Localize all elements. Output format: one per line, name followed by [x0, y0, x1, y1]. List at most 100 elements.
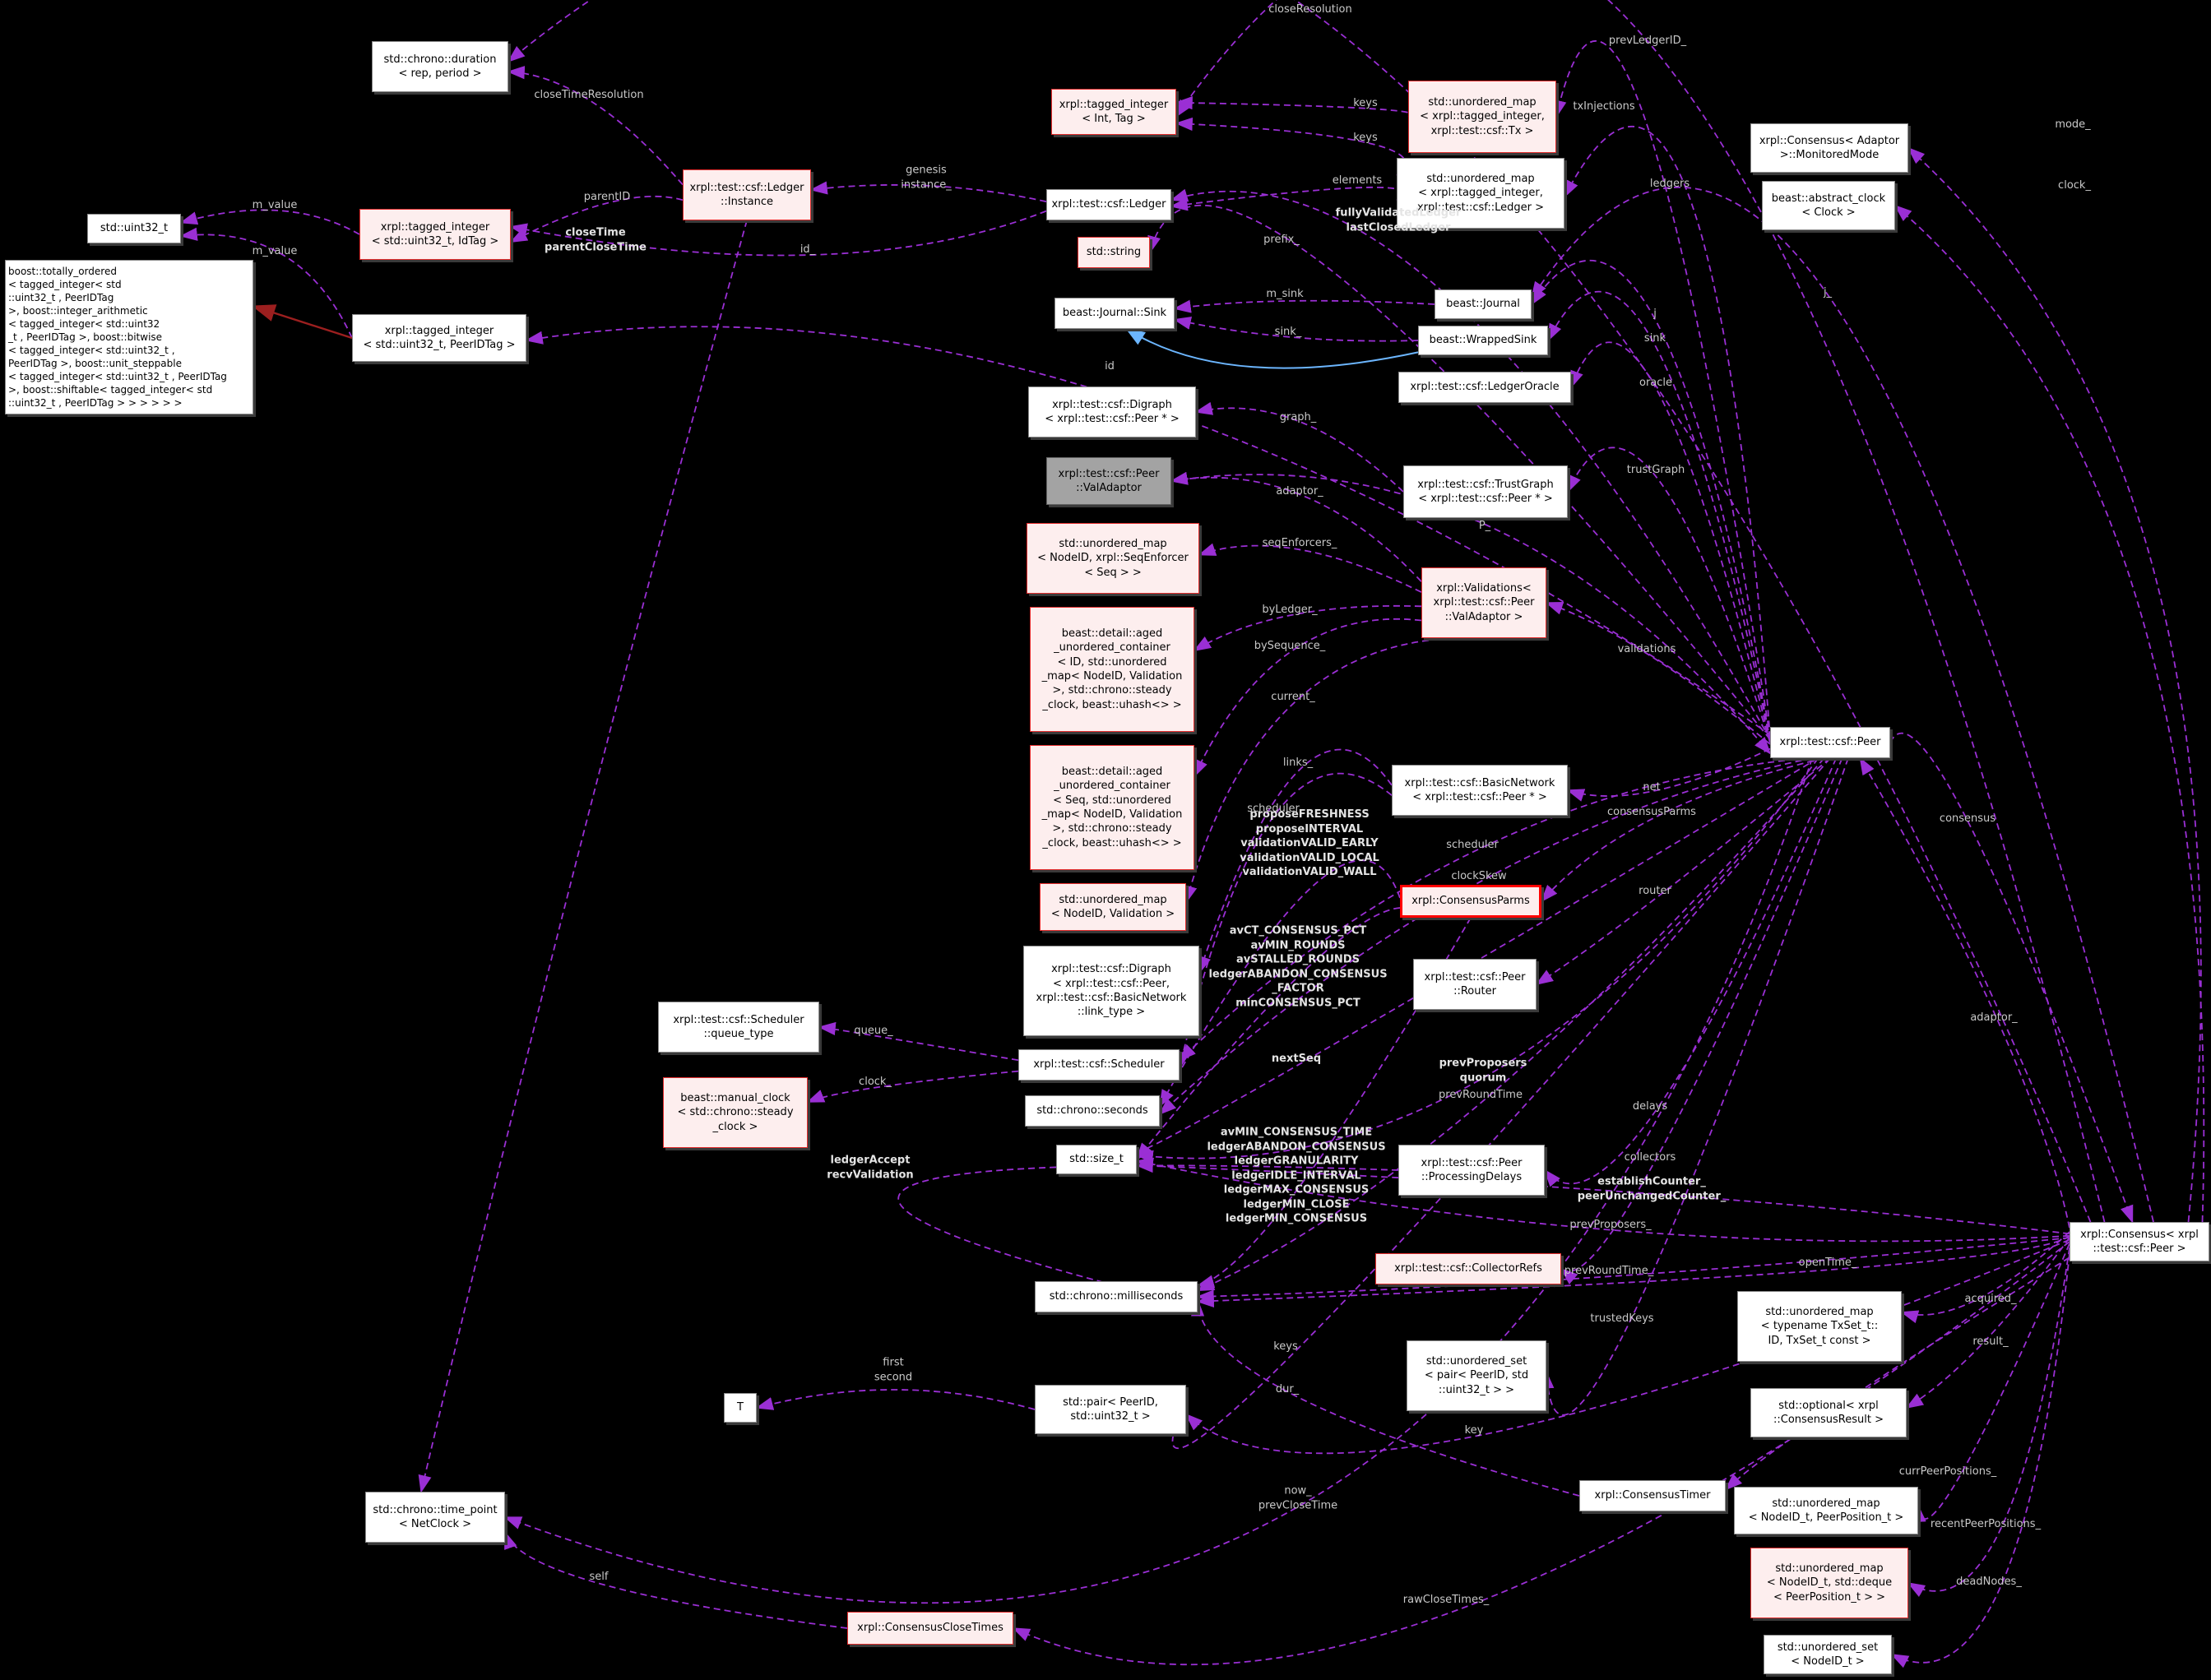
class-box-line: < NodeID_t, std::deque [1766, 1576, 1893, 1590]
class-box-aged-seq[interactable]: beast::detail::aged_unordered_container<… [1030, 745, 1194, 870]
class-box-basicnetwork[interactable]: xrpl::test::csf::BasicNetwork< xrpl::tes… [1392, 765, 1568, 816]
edge-label-line: closeTime [565, 226, 626, 239]
class-box-manual-clock[interactable]: beast::manual_clock< std::chrono::steady… [663, 1077, 808, 1148]
class-box-line: < std::chrono::steady [677, 1106, 794, 1119]
edge-label-line: delays [1632, 1100, 1668, 1113]
class-box-line: >, std::chrono::steady [1052, 822, 1172, 835]
class-box-size-t[interactable]: std::size_t [1056, 1145, 1137, 1174]
class-box-line: < tagged_integer< std::uint32_t , PeerID… [8, 371, 227, 383]
class-box-line: < std::uint32_t, IdTag > [371, 235, 499, 248]
edge-label-line: prevProposers [1439, 1057, 1527, 1070]
class-box-scheduler-queue[interactable]: xrpl::test::csf::Scheduler::queue_type [658, 1002, 819, 1053]
edge-consensus-peer-to-size-t [1135, 1159, 2070, 1235]
edge-label: oracle [1639, 376, 1672, 391]
class-box-line: std::unordered_map [1059, 537, 1167, 550]
edge-label-line: trustGraph [1626, 464, 1685, 477]
class-box-T-box[interactable]: T [724, 1393, 757, 1423]
class-box-ledger-instance[interactable]: xrpl::test::csf::Ledger::Instance [683, 169, 811, 220]
edge-label: now_prevCloseTime [1258, 1483, 1337, 1512]
class-box-ti-int-tag[interactable]: xrpl::tagged_integer< Int, Tag > [1051, 89, 1176, 135]
class-box-um-tx[interactable]: std::unordered_map< xrpl::tagged_integer… [1408, 81, 1556, 153]
edge-label: net [1643, 780, 1660, 795]
edge-label-line: m_value [252, 199, 298, 212]
class-box-boost[interactable]: boost::totally_ordered< tagged_integer< … [5, 260, 253, 414]
edge-label-line: avMIN_ROUNDS [1250, 938, 1346, 951]
class-box-csf-ledger[interactable]: xrpl::test::csf::Ledger [1046, 189, 1171, 220]
class-box-um-txset[interactable]: std::unordered_map< typename TxSet_t::ID… [1737, 1291, 1902, 1362]
class-box-um-ledger[interactable]: std::unordered_map< xrpl::tagged_integer… [1397, 158, 1564, 229]
class-box-csf-scheduler[interactable]: xrpl::test::csf::Scheduler [1018, 1049, 1180, 1081]
class-box-line: < xrpl::test::csf::Peer, [1052, 977, 1170, 990]
class-box-line: < std::uint32_t, PeerIDTag > [363, 339, 516, 351]
class-box-line: < xrpl::test::csf::Peer * > [1412, 791, 1547, 803]
class-box-pair-peerid[interactable]: std::pair< PeerID,std::uint32_t > [1035, 1385, 1186, 1434]
class-box-ti-peeridtag[interactable]: xrpl::tagged_integer< std::uint32_t, Pee… [352, 314, 526, 362]
class-box-set-pair[interactable]: std::unordered_set< pair< PeerID, std::u… [1407, 1340, 1546, 1411]
class-box-um-validation[interactable]: std::unordered_map< NodeID, Validation > [1040, 883, 1186, 931]
class-box-line: beast::abstract_clock [1771, 192, 1886, 205]
edge-label-line: elements [1332, 174, 1383, 187]
edge-wrapped-sink-to-journal-sink [1124, 327, 1419, 369]
class-box-peer-valadaptor[interactable]: xrpl::test::csf::Peer::ValAdaptor [1046, 457, 1171, 505]
class-box-line: < Seq, std::unordered [1053, 794, 1171, 807]
edge-label: adaptor_ [1970, 1011, 2017, 1025]
edge-peer-to-um-ledger [1564, 126, 1771, 738]
edge-label-line: result_ [1972, 1335, 2009, 1349]
class-box-abstract-clock[interactable]: beast::abstract_clock< Clock > [1762, 181, 1895, 230]
edge-label: graph_ [1280, 410, 1317, 425]
class-box-um-nodeidpos[interactable]: std::unordered_map< NodeID_t, PeerPositi… [1734, 1487, 1918, 1534]
class-box-journal[interactable]: beast::Journal [1435, 289, 1532, 319]
class-box-validations-box[interactable]: xrpl::Validations<xrpl::test::csf::Peer:… [1421, 567, 1546, 638]
class-box-um-nodeid-deque[interactable]: std::unordered_map< NodeID_t, std::deque… [1750, 1548, 1908, 1618]
edge-label-line: graph_ [1279, 411, 1317, 424]
class-box-uint32[interactable]: std::uint32_t [87, 214, 181, 243]
class-box-consensuscloseti[interactable]: xrpl::ConsensusCloseTimes [847, 1612, 1013, 1645]
edge-label-line: sink [1643, 332, 1666, 345]
class-box-line: boost::totally_ordered [8, 265, 117, 277]
edge-journal-to-journal-sink [1173, 299, 1435, 313]
class-box-consensus-peer[interactable]: xrpl::Consensus< xrpl::test::csf::Peer > [2070, 1222, 2209, 1261]
edge-peer-to-consensus-peer [1889, 732, 2134, 1224]
class-box-peer[interactable]: xrpl::test::csf::Peer [1770, 727, 1890, 758]
class-box-chrono-seconds[interactable]: std::chrono::seconds [1025, 1095, 1160, 1127]
class-box-line: xrpl::test::csf::Digraph [1052, 398, 1172, 411]
edge-label-line: avCT_CONSENSUS_PCT [1229, 924, 1367, 937]
class-box-duration[interactable]: std::chrono::duration< rep, period > [372, 41, 508, 92]
edge-label-line: trustedKeys [1590, 1312, 1654, 1326]
class-box-optional-result[interactable]: std::optional< xrpl::ConsensusResult > [1750, 1388, 1907, 1437]
edge-label: recentPeerPositions_ [1931, 1517, 2041, 1532]
class-box-router[interactable]: xrpl::test::csf::Peer::Router [1413, 959, 1537, 1010]
edge-label: prevLedgerID_ [1609, 34, 1686, 49]
edge-label: ledgers [1650, 177, 1690, 192]
class-box-line: < tagged_integer< std::uint32 [8, 317, 160, 330]
class-box-time-point[interactable]: std::chrono::time_point< NetClock > [365, 1492, 505, 1543]
class-box-processingdelays[interactable]: xrpl::test::csf::Peer::ProcessingDelays [1398, 1145, 1545, 1196]
edge-label-line: j [1653, 308, 1657, 321]
class-box-line: std::unordered_map [1426, 172, 1535, 185]
edge-label-line: minCONSENSUS_PCT [1235, 997, 1360, 1010]
edge-validations-box-to-um-validation [1184, 637, 1472, 904]
class-box-consensustimer[interactable]: xrpl::ConsensusTimer [1579, 1480, 1726, 1511]
class-box-std-string[interactable]: std::string [1078, 237, 1150, 268]
class-box-wrapped-sink[interactable]: beast::WrappedSink [1418, 326, 1548, 355]
class-box-digraph-peer[interactable]: xrpl::test::csf::Digraph< xrpl::test::cs… [1028, 386, 1196, 437]
class-box-line: beast::WrappedSink [1429, 334, 1537, 347]
class-box-monitored-mode[interactable]: xrpl::Consensus< Adaptor>::MonitoredMode [1750, 123, 1908, 173]
class-box-line: ::ValAdaptor > [1444, 610, 1523, 623]
class-box-us-nodeid[interactable]: std::unordered_set< NodeID_t > [1764, 1635, 1892, 1674]
edge-label: dur_ [1276, 1382, 1299, 1397]
class-box-ti-idtag[interactable]: xrpl::tagged_integer< std::uint32_t, IdT… [359, 209, 511, 260]
class-box-ledger-oracle[interactable]: xrpl::test::csf::LedgerOracle [1398, 372, 1571, 403]
class-box-collectorrefs[interactable]: xrpl::test::csf::CollectorRefs [1375, 1253, 1561, 1284]
edge-consensuscloseti-to-time-point [504, 1530, 848, 1629]
class-box-digraph-link[interactable]: xrpl::test::csf::Digraph< xrpl::test::cs… [1023, 946, 1199, 1036]
edge-label-line: establishCounter_ [1597, 1175, 1706, 1188]
class-box-journal-sink[interactable]: beast::Journal::Sink [1055, 298, 1175, 329]
class-box-milliseconds[interactable]: std::chrono::milliseconds [1035, 1281, 1198, 1312]
class-box-um-seqenf[interactable]: std::unordered_map< NodeID, xrpl::SeqEnf… [1027, 523, 1199, 594]
class-box-consensusparms[interactable]: xrpl::ConsensusParms [1400, 885, 1541, 918]
edge-label-line: ledgerMIN_CLOSE [1243, 1198, 1350, 1211]
class-box-aged-id[interactable]: beast::detail::aged_unordered_container<… [1030, 607, 1194, 732]
class-box-trustgraph[interactable]: xrpl::test::csf::TrustGraph< xrpl::test:… [1403, 465, 1568, 518]
